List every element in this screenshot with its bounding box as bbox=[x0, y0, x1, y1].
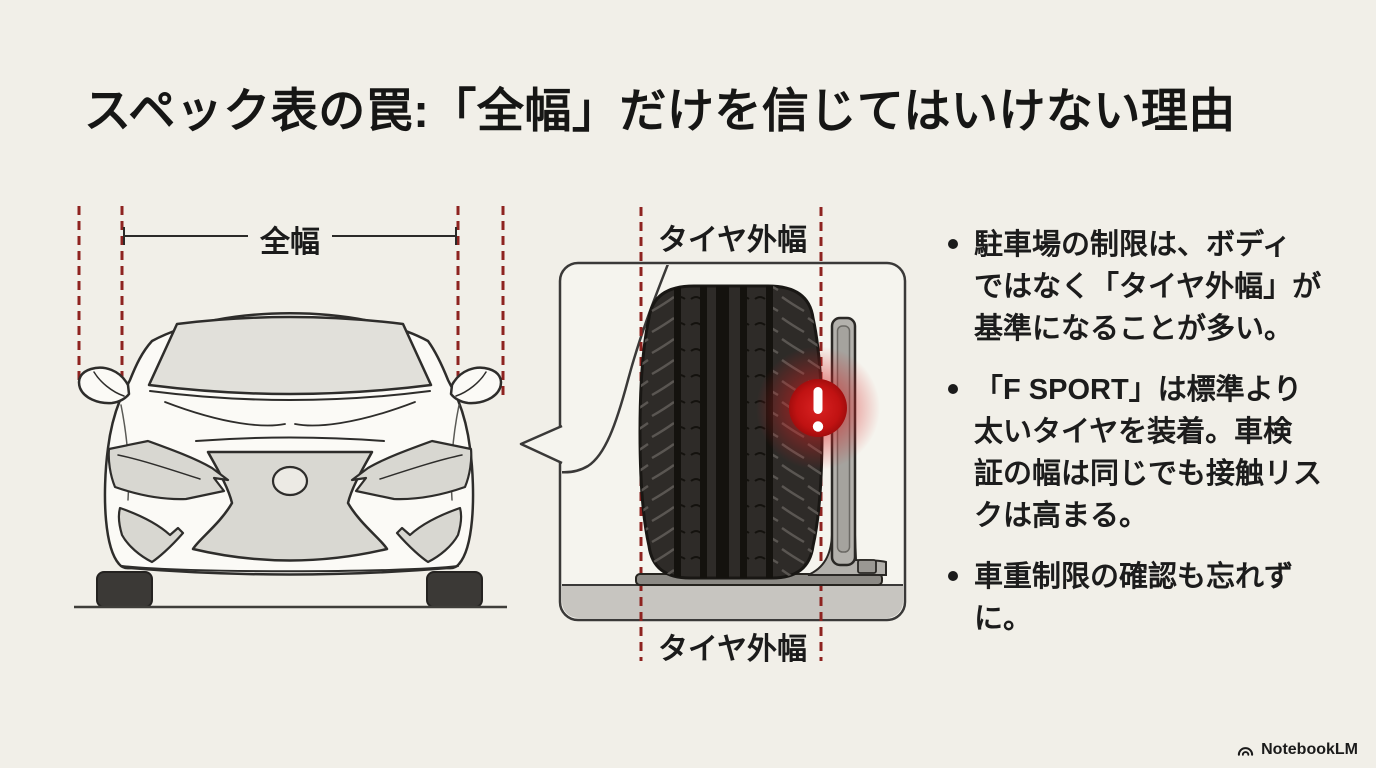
notebooklm-icon bbox=[1237, 746, 1254, 756]
bullet-dot bbox=[948, 239, 958, 249]
notes-list: 駐車場の制限は、ボディ ではなく「タイヤ外幅」が 基準になることが多い。 「F … bbox=[948, 224, 1350, 659]
overall-width-label: 全幅 bbox=[260, 226, 320, 259]
tire-width-label-bottom: タイヤ外幅 bbox=[657, 633, 808, 666]
spindle-grille bbox=[191, 450, 389, 562]
warning-icon bbox=[789, 379, 847, 437]
note-text: 「F SPORT」は標準より 太いタイヤを装着。車検 証の幅は同じでも接触リス … bbox=[974, 374, 1323, 532]
bullet-dot bbox=[948, 571, 958, 581]
foglamp-strake-left bbox=[117, 506, 185, 564]
page-title: スペック表の罠:「全幅」だけを信じてはいけない理由 bbox=[84, 84, 1236, 137]
note-text: 駐車場の制限は、ボディ ではなく「タイヤ外幅」が 基準になることが多い。 bbox=[974, 229, 1322, 345]
foglamp-strake-right bbox=[395, 506, 463, 564]
tire-closeup-illustration bbox=[519, 207, 907, 661]
car-tires bbox=[96, 571, 483, 608]
list-item: 「F SPORT」は標準より 太いタイヤを装着。車検 証の幅は同じでも接触リス … bbox=[948, 369, 1350, 537]
bullet-dot bbox=[948, 384, 958, 394]
windshield bbox=[147, 315, 433, 396]
car-front-illustration bbox=[74, 206, 507, 609]
brand-badge bbox=[271, 465, 309, 497]
pillar-bolt bbox=[857, 559, 877, 574]
side-mirrors bbox=[77, 366, 503, 405]
headlight-right bbox=[350, 439, 473, 501]
car-width-dashed-lines bbox=[77, 206, 505, 398]
headlight-left bbox=[107, 439, 230, 501]
note-text: 車重制限の確認も忘れず に。 bbox=[974, 561, 1294, 635]
car-body bbox=[77, 312, 503, 608]
floor-strip bbox=[562, 585, 903, 618]
list-item: 駐車場の制限は、ボディ ではなく「タイヤ外幅」が 基準になることが多い。 bbox=[948, 224, 1350, 350]
notebooklm-watermark: NotebookLM bbox=[1236, 741, 1358, 759]
brand-name: NotebookLM bbox=[1261, 741, 1358, 758]
list-item: 車重制限の確認も忘れず に。 bbox=[948, 556, 1350, 640]
overall-width-measure-line bbox=[123, 227, 457, 245]
callout-tail bbox=[519, 424, 563, 465]
tire-width-label-top: タイヤ外幅 bbox=[657, 224, 808, 257]
